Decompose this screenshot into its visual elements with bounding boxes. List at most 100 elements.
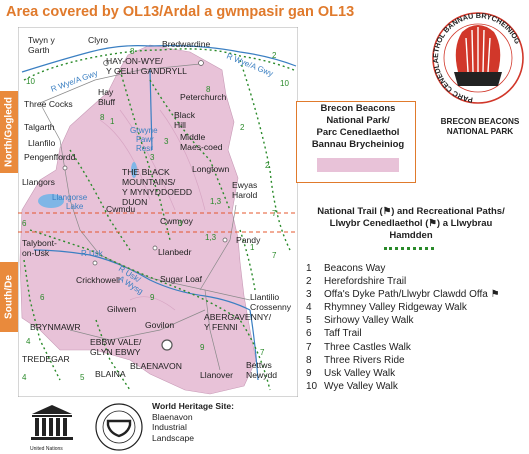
place-label: Y GELLI GANDRYLL <box>106 66 187 76</box>
route-number: 3 <box>150 153 155 162</box>
route-number: 2 <box>240 123 245 132</box>
place-label: Hill <box>174 120 186 130</box>
place-label: Llanfilo <box>28 138 55 148</box>
place-label: Garth <box>28 45 50 55</box>
place-label: Talybont- <box>22 238 57 248</box>
route-item-number: 6 <box>306 328 312 340</box>
route-number: 7 <box>272 209 277 218</box>
route-number: 2 <box>272 51 277 60</box>
place-label: Middle <box>180 132 206 142</box>
route-item-name: Herefordshire Trail <box>324 276 407 288</box>
national-park-area <box>19 44 257 395</box>
place-label: Sugar Loaf <box>160 274 203 284</box>
town-markers <box>62 60 228 351</box>
world-heritage-emblem-icon <box>95 403 143 451</box>
route-item-number: 2 <box>306 276 312 288</box>
north-tab: North/Gogledd <box>0 91 18 173</box>
grwyne-fawr-reservoir <box>131 162 137 178</box>
route-item-name: Usk Valley Walk <box>324 367 396 379</box>
place-label: HAY-ON-WYE/ <box>106 56 163 66</box>
place-label: Pengenffordd <box>24 152 76 162</box>
route-item-number: 8 <box>306 354 312 366</box>
place-label: Three Cocks <box>24 99 73 109</box>
route-number: 8 <box>206 85 211 94</box>
route-number: 6 <box>40 293 45 302</box>
hill-shading <box>99 109 206 311</box>
park-title-line-3: Parc Cenedlaethol <box>316 127 400 138</box>
place-label: Govilon <box>145 320 174 330</box>
place-label: Black <box>174 110 196 120</box>
route-item: 2 Herefordshire Trail <box>306 275 500 288</box>
route-number: 10 <box>26 77 35 86</box>
south-tab: South/De <box>0 262 18 332</box>
park-title-line-4: Bannau Brycheiniog <box>311 139 405 150</box>
route-number: 7 <box>260 348 265 357</box>
route-item-name: Wye Valley Walk <box>324 380 398 392</box>
place-label: Y FENNI <box>204 322 238 332</box>
place-label: Maes-coed <box>180 142 223 152</box>
place-label: Llanover <box>200 370 233 380</box>
north-label: North/Gogledd <box>3 97 15 167</box>
llangorse-label-2: Lake <box>66 202 84 211</box>
place-label: ABERGAVENNY/ <box>204 312 272 322</box>
park-title-line-1: Brecon Beacons <box>320 103 396 114</box>
grwyne-label-2: Fawr <box>136 135 154 144</box>
place-label: Llantilio <box>250 292 279 302</box>
place-label: EBBW VALE/ <box>90 337 142 347</box>
route-number: 3 <box>164 137 169 146</box>
place-label: Ewyas <box>232 180 257 190</box>
route-number: 1,3 <box>210 197 222 206</box>
route-number: 8 <box>130 47 135 56</box>
place-label: Gilwern <box>107 304 136 314</box>
route-number: 4 <box>26 337 31 346</box>
place-label: Bettws <box>246 360 272 370</box>
route-item: 9 Usk Valley Walk <box>306 367 500 380</box>
route-number: 5 <box>80 373 85 382</box>
map-title: Area covered by OL13/Ardal a gwmpasir ga… <box>6 4 355 20</box>
south-label: South/De <box>3 275 15 319</box>
route-item-name: Beacons Way <box>324 263 386 274</box>
place-label: on-Usk <box>22 248 50 258</box>
route-number: 7 <box>272 251 277 260</box>
place-label: Cwmyoy <box>160 216 194 226</box>
place-label: THE BLACK <box>122 167 170 177</box>
place-label: Newydd <box>246 370 277 380</box>
roads <box>39 63 251 371</box>
route-item-number: 9 <box>306 367 312 379</box>
unesco-label: United Nations <box>30 446 63 452</box>
place-label: Crossenny <box>250 302 292 312</box>
rivers <box>21 45 297 381</box>
place-label: Crickhowell <box>76 275 120 285</box>
place-label: MOUNTAINS/ <box>122 177 176 187</box>
route-item-number: 7 <box>306 341 312 353</box>
trails-legend-title: National Trail (⚑) and Recreational Path… <box>296 206 526 242</box>
place-label: Hay <box>98 87 114 97</box>
route-number: 4 <box>22 373 27 382</box>
place-label: Bluff <box>98 97 116 107</box>
logo-caption-1: BRECON BEACONS <box>440 117 520 126</box>
park-swatch <box>317 158 399 172</box>
place-label: Bredwardine <box>162 39 210 49</box>
llangorse-label: Llangorse <box>52 193 88 202</box>
river-usk-label: R Usk <box>81 249 104 258</box>
route-number: 1 <box>110 117 115 126</box>
route-number: 8 <box>100 113 105 122</box>
place-label: BLAENAVON <box>130 361 182 371</box>
place-label: BLAINA <box>95 369 126 379</box>
logo-caption: BRECON BEACONS NATIONAL PARK <box>430 117 529 137</box>
place-label: GLYN EBWY <box>90 347 141 357</box>
grwyne-label-3: Resr <box>136 144 153 153</box>
route-number: 1 <box>250 243 255 252</box>
world-heritage-text: World Heritage Site: Blaenavon Industria… <box>152 401 234 443</box>
place-label: Talgarth <box>24 122 55 132</box>
place-label: Pandy <box>236 235 261 245</box>
route-number: 3 <box>178 219 183 228</box>
place-label: Llanbedr <box>158 247 192 257</box>
